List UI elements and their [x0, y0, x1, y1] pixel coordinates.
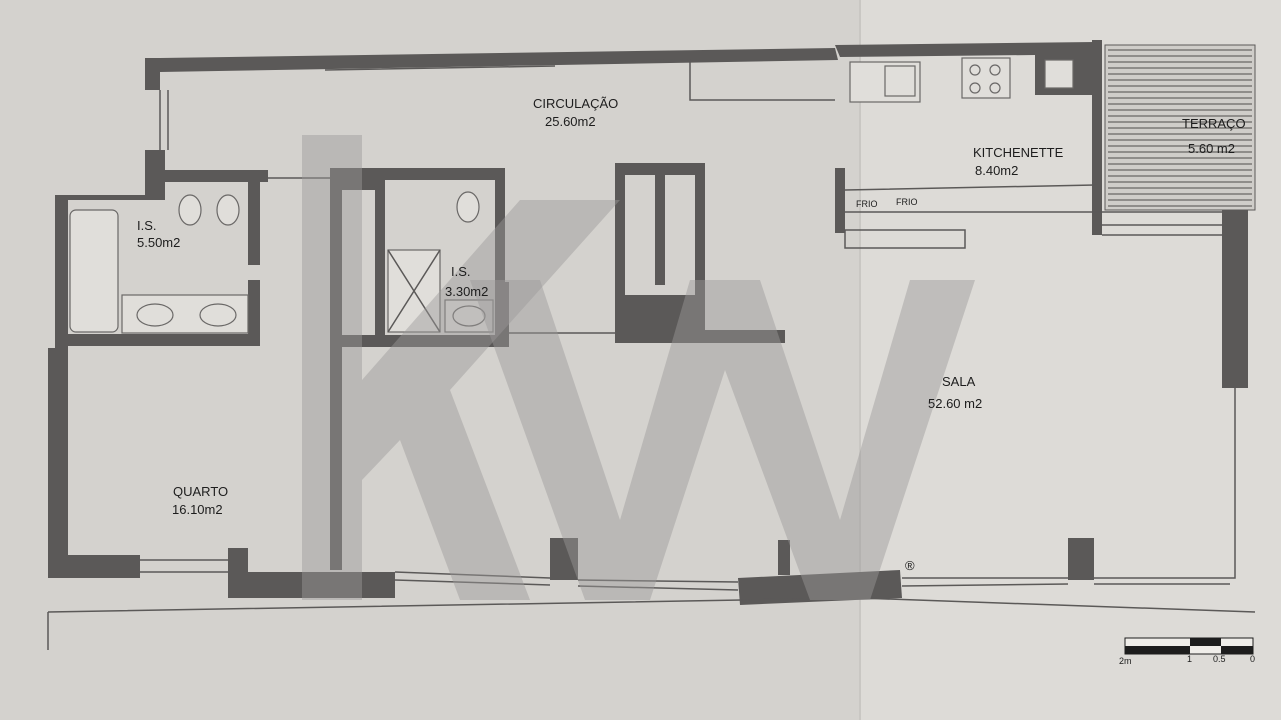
scale-label-0: 0 [1250, 654, 1255, 664]
toilet [456, 191, 480, 223]
windows-and-lines [47, 59, 1256, 650]
room-area-bath-1: 5.50m2 [137, 235, 180, 250]
walls [48, 40, 1248, 605]
bathtub [69, 209, 119, 333]
room-name-terraco: TERRAÇO [1182, 116, 1246, 131]
room-name-quarto: QUARTO [173, 484, 228, 499]
scale-label-0-5: 0.5 [1213, 654, 1226, 664]
bidet [216, 194, 240, 226]
fridge-label-1: FRIO [856, 199, 878, 209]
room-name-kitchenette: KITCHENETTE [973, 145, 1064, 160]
scale-label-1: 1 [1187, 654, 1192, 664]
scale-label-2m: 2m [1119, 656, 1132, 666]
scale-bar: 2m 1 0.5 0 [1119, 637, 1255, 666]
room-area-quarto: 16.10m2 [172, 502, 223, 517]
room-name-circulacao: CIRCULAÇÃO [533, 96, 618, 111]
room-name-bath-1: I.S. [137, 218, 157, 233]
room-area-sala: 52.60 m2 [928, 396, 982, 411]
cooktop [961, 57, 1011, 99]
fridge-label-2: FRIO [896, 197, 918, 207]
terrace-deck [1104, 44, 1256, 211]
toilet [178, 194, 202, 226]
room-area-bath-2: 3.30m2 [445, 284, 488, 299]
fixtures [69, 57, 1074, 334]
registered-mark: ® [905, 558, 915, 573]
room-area-terraco: 5.60 m2 [1188, 141, 1235, 156]
watermark-logo: ® [302, 135, 975, 600]
room-name-bath-2: I.S. [451, 264, 471, 279]
room-name-sala: SALA [942, 374, 976, 389]
room-labels: CIRCULAÇÃO 25.60m2 KITCHENETTE 8.40m2 TE… [137, 96, 1246, 517]
room-area-kitchenette: 8.40m2 [975, 163, 1018, 178]
room-area-circulacao: 25.60m2 [545, 114, 596, 129]
